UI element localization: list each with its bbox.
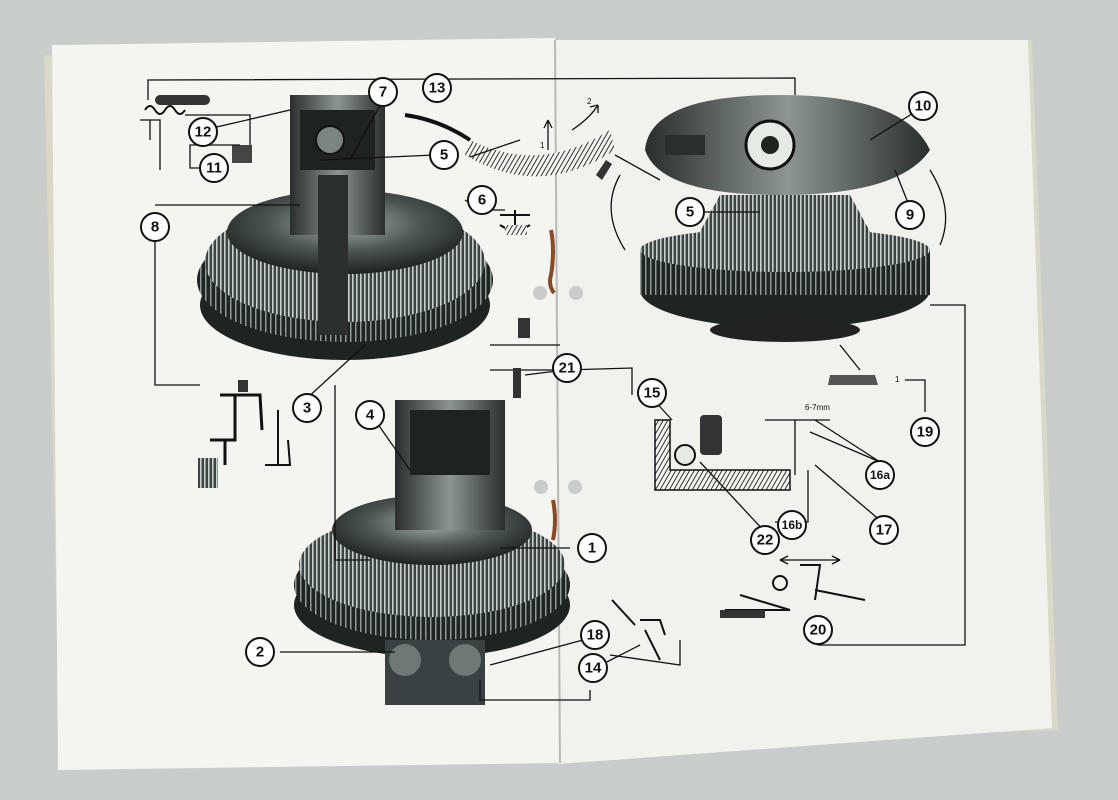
callout-15: 15 — [637, 378, 667, 408]
svg-text:6: 6 — [478, 192, 486, 209]
svg-text:18: 18 — [587, 627, 604, 644]
clip-detail — [828, 375, 878, 385]
blade-detail — [265, 410, 292, 466]
brush-stroke — [404, 113, 472, 142]
callout-11: 11 — [199, 153, 229, 183]
punch-hole — [568, 480, 582, 494]
svg-text:1: 1 — [588, 540, 596, 557]
arrow-1-label: 1 — [540, 141, 545, 150]
svg-text:9: 9 — [906, 207, 914, 224]
svg-text:17: 17 — [876, 522, 893, 539]
callout-12: 12 — [188, 117, 218, 147]
lever-detail — [210, 393, 264, 465]
svg-text:21: 21 — [559, 360, 576, 377]
detail-drawings: 1 2 6-7mm 1 — [140, 95, 900, 661]
svg-text:16a: 16a — [870, 468, 890, 482]
callout-21: 21 — [552, 353, 582, 383]
callout-13: 13 — [422, 73, 452, 103]
callout-10: 10 — [908, 91, 938, 121]
svg-text:7: 7 — [379, 84, 387, 101]
callout-9: 9 — [895, 200, 925, 230]
dimension-6-7mm-label: 6-7mm — [805, 403, 830, 412]
callout-6: 6 — [467, 185, 497, 215]
svg-text:19: 19 — [917, 424, 934, 441]
svg-text:16b: 16b — [782, 518, 803, 532]
callout-18: 18 — [580, 620, 610, 650]
svg-text:20: 20 — [810, 622, 827, 639]
rust-stain-upper — [548, 229, 556, 295]
callout-2: 2 — [245, 637, 275, 667]
callout-7: 7 — [368, 77, 398, 107]
callout-4: 4 — [355, 400, 385, 430]
rust-stain-lower — [551, 499, 557, 541]
callout-22: 22 — [750, 525, 780, 555]
callout-20: 20 — [803, 615, 833, 645]
spring-detail — [144, 105, 186, 115]
svg-text:22: 22 — [757, 532, 774, 549]
callout-8: 8 — [140, 212, 170, 242]
punch-hole — [533, 286, 547, 300]
plate-detail — [490, 344, 560, 371]
bracket-detail — [654, 419, 791, 491]
callout-5-left: 5 — [429, 140, 459, 170]
svg-text:5: 5 — [440, 147, 448, 164]
callout-14: 14 — [578, 653, 608, 683]
callout-16b: 16b — [777, 510, 807, 540]
machine-illustration-top-left — [197, 95, 493, 360]
machine-illustration-top-right — [610, 95, 947, 342]
punch-hole — [534, 480, 548, 494]
right-page — [553, 40, 1052, 764]
brush-sweep-drawing — [465, 130, 615, 177]
callout-16a: 16a — [865, 460, 895, 490]
punch-hole — [569, 286, 583, 300]
svg-text:8: 8 — [151, 219, 159, 236]
dimension-1-label: 1 — [895, 375, 900, 384]
svg-text:12: 12 — [195, 124, 212, 141]
svg-text:15: 15 — [644, 385, 661, 402]
callout-3: 3 — [292, 393, 322, 423]
callout-5-right: 5 — [675, 197, 705, 227]
machine-illustration-bottom — [294, 400, 570, 705]
svg-text:5: 5 — [686, 204, 694, 221]
callout-19: 19 — [910, 417, 940, 447]
brush-stroke — [596, 160, 612, 180]
svg-text:13: 13 — [429, 80, 446, 97]
svg-text:3: 3 — [303, 400, 311, 417]
hook-detail — [611, 599, 666, 661]
svg-text:2: 2 — [256, 644, 264, 661]
callout-1: 1 — [577, 533, 607, 563]
svg-text:14: 14 — [585, 660, 602, 677]
svg-text:4: 4 — [366, 407, 375, 424]
arrow-2-label: 2 — [587, 97, 592, 106]
svg-text:11: 11 — [206, 160, 222, 177]
callout-17: 17 — [869, 515, 899, 545]
callouts: 13 7 12 11 5 6 8 3 4 21 1 2 18 14 10 5 9… — [140, 73, 940, 683]
svg-text:10: 10 — [915, 98, 932, 115]
